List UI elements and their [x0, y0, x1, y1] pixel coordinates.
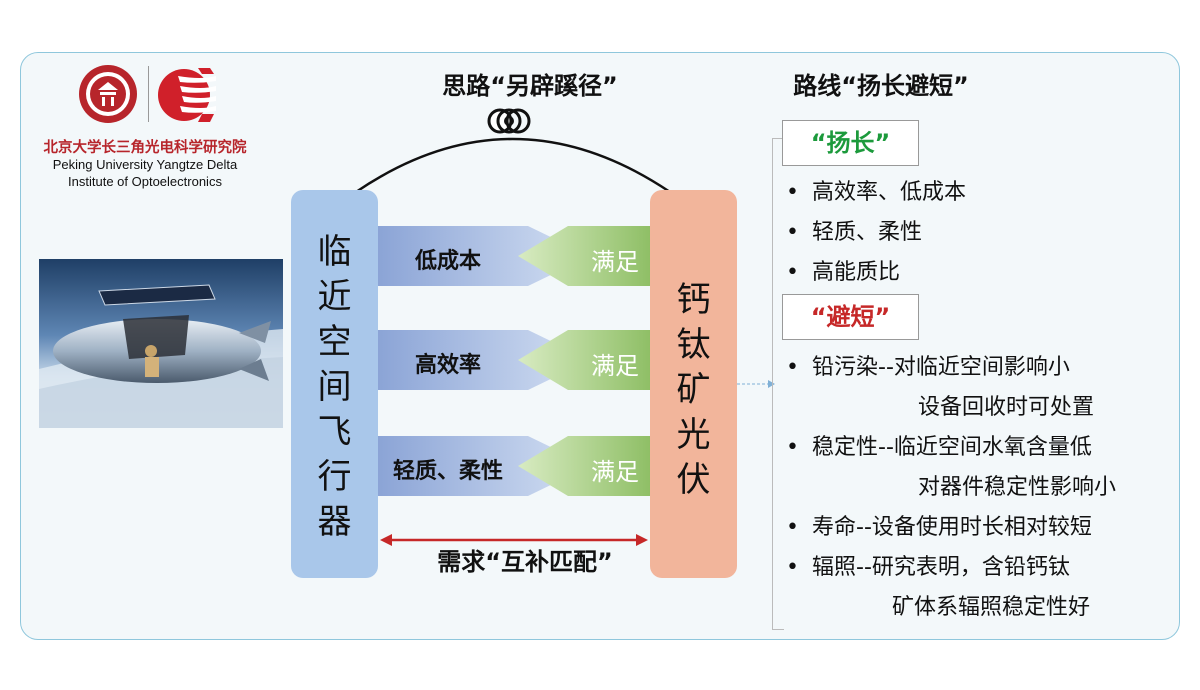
strength-text: 轻质、柔性: [812, 220, 923, 245]
logo-divider: [148, 66, 149, 122]
demand-double-arrow: [380, 534, 648, 546]
satisfy-label: 满足: [591, 458, 639, 486]
route-heading: 路线“扬长避短”: [793, 72, 969, 100]
need-lightweight-flexible: 轻质、柔性: [392, 459, 503, 484]
right-column-char: 钙: [676, 280, 711, 320]
org-name-cn: 北京大学长三角光电科学研究院: [43, 140, 247, 156]
bullet: •: [786, 555, 799, 580]
bullet: •: [786, 180, 799, 205]
left-column-char: 临: [317, 232, 352, 272]
airship-photo: [39, 259, 283, 428]
list-bracket-top: [772, 138, 784, 139]
weaknesses-tag: “避短”: [782, 294, 919, 340]
idea-heading: 思路“另辟蹊径”: [442, 72, 618, 100]
right-column-char: 光: [676, 415, 711, 455]
weakness-continuation: 对器件稳定性影响小: [918, 475, 1117, 500]
linked-rings-icon: [487, 108, 531, 134]
list-bracket: [772, 138, 785, 630]
pku-logo: [79, 65, 137, 123]
strength-item: • 高能质比: [786, 254, 900, 286]
org-name-en-line1: Peking University Yangtze Delta: [52, 157, 238, 172]
weakness-continuation: 矿体系辐照稳定性好: [892, 595, 1091, 620]
strength-text: 高能质比: [812, 260, 901, 285]
bullet: •: [786, 435, 799, 460]
weakness-item: • 寿命--设备使用时长相对较短: [786, 509, 1092, 541]
right-column-char: 伏: [676, 460, 711, 500]
strength-item: • 轻质、柔性: [786, 214, 922, 246]
satisfy-label: 满足: [591, 352, 639, 380]
row-3: [378, 436, 650, 496]
weakness-item: • 稳定性--临近空间水氧含量低: [786, 429, 1092, 461]
row-2: [378, 330, 650, 390]
bullet: •: [786, 515, 799, 540]
connector-arrow: [737, 380, 775, 388]
weakness-text: 寿命--设备使用时长相对较短: [812, 515, 1092, 540]
strength-item: • 高效率、低成本: [786, 174, 966, 206]
bullet: •: [786, 355, 799, 380]
right-column-char: 钛: [676, 325, 711, 365]
weakness-text: 铅污染--对临近空间影响小: [812, 355, 1070, 380]
institute-logo: [158, 68, 216, 122]
weakness-text: 稳定性--临近空间水氧含量低: [812, 435, 1092, 460]
row-1: [378, 226, 650, 286]
strength-text: 高效率、低成本: [812, 180, 967, 205]
connecting-arc: [355, 137, 671, 194]
left-column-char: 间: [317, 367, 352, 407]
left-column-char: 近: [317, 277, 352, 317]
left-column-char: 器: [317, 502, 352, 542]
left-column-char: 空: [317, 322, 352, 362]
org-name-en-line2: Institute of Optoelectronics: [68, 174, 222, 189]
list-bracket-bottom: [772, 629, 784, 630]
matching-rows: [378, 226, 650, 496]
need-low-cost: 低成本: [414, 249, 481, 274]
right-column-char: 矿: [676, 370, 711, 410]
bullet: •: [786, 220, 799, 245]
near-space-vehicle-column: 临 近 空 间 飞 行 器: [291, 190, 378, 578]
weakness-text: 辐照--研究表明，含铅钙钛: [812, 555, 1070, 580]
left-column-char: 飞: [317, 412, 352, 452]
satisfy-label: 满足: [591, 248, 639, 276]
perovskite-pv-column: 钙 钛 矿 光 伏: [650, 190, 737, 578]
left-column-char: 行: [317, 457, 352, 497]
bullet: •: [786, 260, 799, 285]
weakness-item: • 辐照--研究表明，含铅钙钛: [786, 549, 1070, 581]
weakness-item: • 铅污染--对临近空间影响小: [786, 349, 1070, 381]
strengths-tag: “扬长”: [782, 120, 919, 166]
weakness-continuation: 设备回收时可处置: [918, 395, 1095, 420]
demand-match-label: 需求“互补匹配”: [437, 548, 613, 576]
need-high-efficiency: 高效率: [414, 353, 481, 378]
